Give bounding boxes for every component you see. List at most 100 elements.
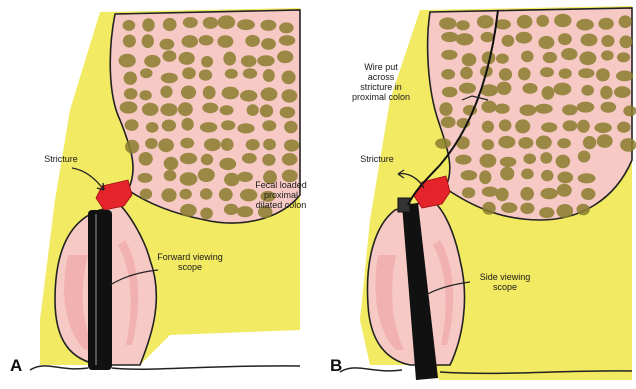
stool-pellet xyxy=(597,134,613,148)
stool-pellet xyxy=(520,105,537,116)
stool-pellet xyxy=(539,207,554,218)
stool-pellet xyxy=(221,138,234,151)
stool-pellet xyxy=(124,72,137,85)
stool-pellet xyxy=(541,170,553,181)
stool-pellet xyxy=(579,51,596,65)
stool-pellet xyxy=(204,138,221,151)
stool-pellet xyxy=(455,155,471,165)
stool-pellet xyxy=(162,50,176,61)
stool-pellet xyxy=(598,18,613,30)
stool-pellet xyxy=(596,68,610,81)
stool-pellet xyxy=(554,83,572,96)
stool-pellet xyxy=(161,188,176,202)
stool-pellet xyxy=(496,54,509,64)
stool-pellet xyxy=(260,20,276,31)
stool-pellet xyxy=(237,123,254,133)
stool-pellet xyxy=(180,153,197,164)
stool-pellet xyxy=(562,104,577,115)
stool-pellet xyxy=(435,138,451,149)
stool-pellet xyxy=(616,71,633,82)
stool-pellet xyxy=(201,154,213,165)
stool-pellet xyxy=(617,122,630,133)
stool-pellet xyxy=(554,14,571,28)
stool-pellet xyxy=(538,36,554,49)
stool-pellet xyxy=(600,86,612,99)
stool-pellet xyxy=(181,86,196,100)
stool-pellet xyxy=(219,188,233,201)
stool-pellet xyxy=(558,33,572,45)
panel-b-letter: B xyxy=(330,356,342,376)
stool-pellet xyxy=(559,68,572,78)
stool-pellet xyxy=(246,139,260,150)
stool-pellet xyxy=(441,32,458,42)
stool-pellet xyxy=(198,168,215,182)
stool-pellet xyxy=(482,139,494,150)
stool-pellet xyxy=(282,71,296,85)
stool-pellet xyxy=(441,50,457,60)
stool-pellet xyxy=(521,169,534,180)
stool-pellet xyxy=(542,86,555,100)
stool-pellet xyxy=(520,203,534,214)
stool-pellet xyxy=(556,155,571,169)
stool-pellet xyxy=(144,55,160,68)
stool-pellet xyxy=(614,86,631,98)
stool-pellet xyxy=(521,51,534,63)
stool-pellet xyxy=(123,35,136,48)
stool-pellet xyxy=(284,139,299,151)
stool-pellet xyxy=(482,202,496,215)
stool-pellet xyxy=(540,152,552,164)
panel-a-letter: A xyxy=(10,356,22,376)
stool-pellet xyxy=(279,35,295,46)
stool-pellet xyxy=(461,170,478,180)
stool-pellet xyxy=(441,116,456,128)
panel-a-base-line xyxy=(30,366,300,370)
stool-pellet xyxy=(540,188,557,199)
stool-pellet xyxy=(620,35,633,48)
stool-pellet xyxy=(262,154,275,166)
panel-b-stricture-label: Stricture xyxy=(352,154,402,164)
stool-pellet xyxy=(601,50,614,60)
stool-pellet xyxy=(220,105,234,115)
stool-pellet xyxy=(543,52,557,63)
stool-pellet xyxy=(481,32,494,42)
stool-pellet xyxy=(140,68,152,78)
stool-pellet xyxy=(619,15,632,28)
stool-pellet xyxy=(242,153,257,164)
stool-pellet xyxy=(577,102,595,113)
stool-pellet xyxy=(541,122,557,132)
stool-pellet xyxy=(263,139,276,151)
stool-pellet xyxy=(583,136,596,149)
stool-pellet xyxy=(224,204,238,215)
stool-pellet xyxy=(496,188,509,202)
stool-pellet xyxy=(142,18,154,32)
stool-pellet xyxy=(247,104,259,116)
stool-pellet xyxy=(477,15,494,28)
stool-pellet xyxy=(462,187,475,198)
stool-pellet xyxy=(522,83,537,94)
stool-pellet xyxy=(479,170,491,184)
stool-pellet xyxy=(221,120,235,130)
stool-pellet xyxy=(581,34,598,47)
stool-pellet xyxy=(163,18,177,31)
stool-pellet xyxy=(536,136,552,150)
stool-pellet xyxy=(517,15,533,29)
stool-pellet xyxy=(481,101,496,113)
stool-pellet xyxy=(456,20,470,30)
stool-pellet xyxy=(139,152,153,166)
stool-pellet xyxy=(279,22,294,33)
stool-pellet xyxy=(482,121,494,133)
stool-pellet xyxy=(218,15,236,29)
panel-b-wire-label: Wire put across stricture in proximal co… xyxy=(350,62,412,102)
stool-pellet xyxy=(518,67,531,80)
stool-pellet xyxy=(498,136,515,149)
stool-pellet xyxy=(497,82,512,95)
stool-pellet xyxy=(200,188,213,199)
stool-pellet xyxy=(439,102,452,116)
stool-pellet xyxy=(164,170,177,181)
stool-pellet xyxy=(200,122,217,132)
stool-pellet xyxy=(140,189,152,200)
stool-pellet xyxy=(158,138,174,152)
stool-pellet xyxy=(442,87,458,98)
